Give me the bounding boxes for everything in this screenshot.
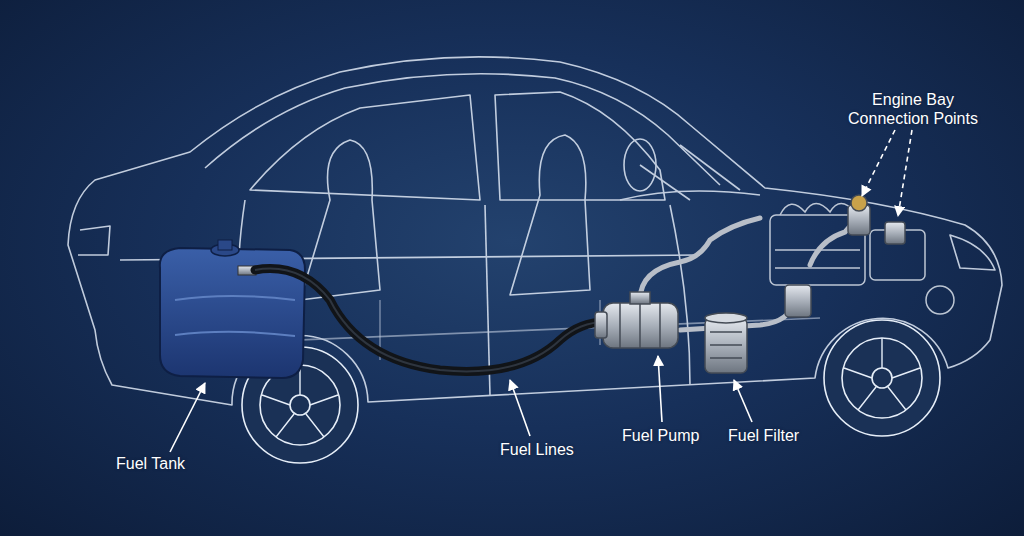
- part-label: Engine Bay Connection Points: [838, 90, 988, 128]
- part-label: Fuel Filter: [728, 426, 799, 445]
- part-label: Fuel Tank: [116, 454, 185, 473]
- part-label: Fuel Lines: [500, 440, 574, 459]
- part-label: Fuel Pump: [622, 426, 699, 445]
